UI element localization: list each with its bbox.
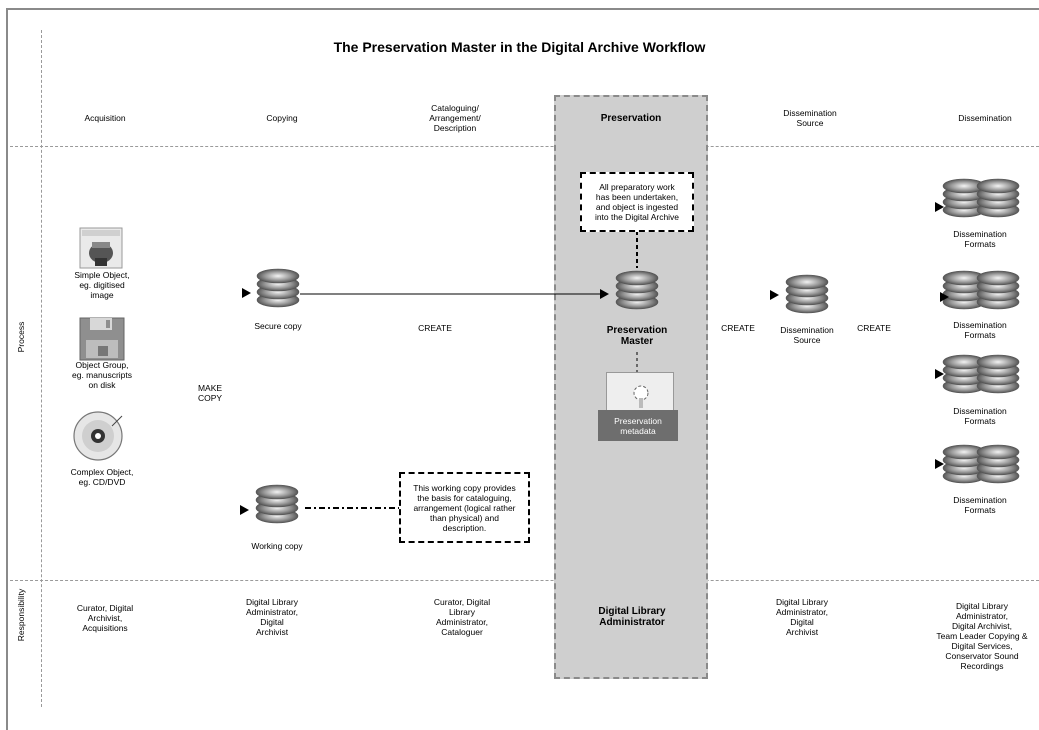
diagram-title: The Preservation Master in the Digital A… [333, 39, 706, 55]
working-copy-label: Working copy [251, 541, 303, 551]
floppy-disk-icon [79, 317, 125, 361]
working-copy-note: This working copy provides the basis for… [399, 472, 530, 543]
diagram-graphics [73, 178, 1020, 524]
cd-disc-icon [73, 411, 123, 461]
preservation-master-label: Preservation Master [606, 325, 668, 347]
responsibility-copying: Digital Library Administrator, Digital A… [246, 597, 298, 637]
working-copy-database-stack-icon [255, 484, 299, 524]
simple-object-label: Simple Object, eg. digitised image [74, 270, 130, 300]
dissemination-formats-label-1: Dissemination Formats [953, 229, 1007, 249]
column-cataloguing: Cataloguing/ Arrangement/ Description [429, 103, 481, 133]
image-file-icon [79, 227, 123, 269]
header-divider [10, 146, 1039, 147]
create-label-preservation: CREATE [721, 323, 755, 333]
secure-copy-database-stack-icon [256, 268, 300, 308]
dissemination-format-2-stack-b-icon [976, 270, 1020, 310]
responsibility-acquisition: Curator, Digital Archivist, Acquisitions [76, 603, 134, 633]
dissemination-source-database-stack-icon [785, 274, 829, 314]
dissemination-formats-label-2: Dissemination Formats [953, 320, 1007, 340]
column-dissemination-source: Dissemination Source [783, 108, 837, 128]
responsibility-cataloguing: Curator, Digital Library Administrator, … [433, 597, 491, 637]
column-dissemination: Dissemination [958, 113, 1012, 123]
secure-copy-label: Secure copy [254, 321, 302, 331]
arrow-right-icon [600, 289, 609, 299]
row-header-divider [41, 30, 42, 707]
responsibility-divider [10, 580, 1039, 581]
dissemination-format-1-stack-b-icon [976, 178, 1020, 218]
dissemination-format-4-stack-b-icon [976, 444, 1020, 484]
document-icon [606, 372, 674, 412]
dissemination-format-3-stack-b-icon [976, 354, 1020, 394]
preservation-metadata-label: Preservation metadata [598, 410, 678, 441]
dissemination-source-label: Dissemination Source [780, 325, 834, 345]
arrow-right-icon [240, 505, 249, 515]
arrow-right-icon [935, 369, 944, 379]
create-label-dissemination: CREATE [857, 323, 891, 333]
arrow-right-icon [935, 202, 944, 212]
arrow-right-icon [770, 290, 779, 300]
responsibility-dissemination: Digital Library Administrator, Digital A… [936, 601, 1028, 671]
preservation-master-database-stack-icon [615, 270, 659, 310]
dissemination-formats-label-3: Dissemination Formats [953, 406, 1007, 426]
make-copy-label: MAKE COPY [197, 383, 223, 403]
column-preservation: Preservation [600, 113, 662, 124]
column-acquisition: Acquisition [84, 113, 126, 123]
diagram-frame [6, 8, 1039, 730]
column-copying: Copying [266, 113, 298, 123]
ingest-note: All preparatory work has been undertaken… [580, 172, 694, 232]
arrow-right-icon [242, 288, 251, 298]
complex-object-label: Complex Object, eg. CD/DVD [70, 467, 134, 487]
arrow-right-icon [935, 459, 944, 469]
responsibility-dissemination-source: Digital Library Administrator, Digital A… [776, 597, 828, 637]
object-group-label: Object Group, eg. manuscripts on disk [72, 360, 132, 390]
dissemination-formats-label-4: Dissemination Formats [953, 495, 1007, 515]
responsibility-preservation: Digital Library Administrator [598, 606, 666, 628]
create-label-cataloguing: CREATE [418, 323, 452, 333]
